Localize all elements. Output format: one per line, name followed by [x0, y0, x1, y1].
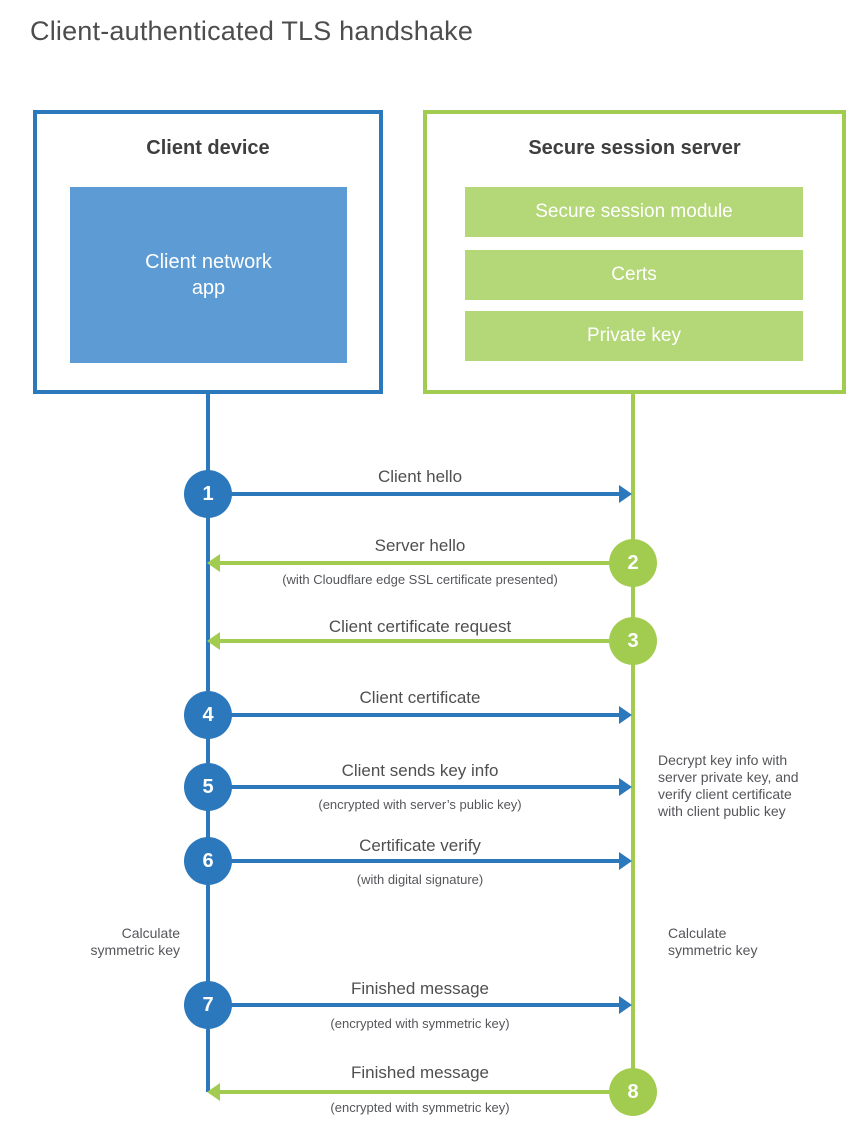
server-module-secure-session: Secure session module	[465, 187, 803, 237]
step-7-arrow	[230, 996, 632, 1014]
step-6-arrow	[230, 852, 632, 870]
step-5-arrow	[230, 778, 632, 796]
calculate-symmetric-key-client: Calculate symmetric key	[60, 925, 180, 959]
step-5-subtext: (encrypted with server’s public key)	[318, 797, 522, 812]
calc-left-line: Calculate	[121, 925, 180, 941]
client-network-app-rect: Client network app	[70, 187, 347, 363]
step-8-badge: 8	[609, 1068, 657, 1116]
decrypt-key-note: Decrypt key info with server private key…	[658, 752, 848, 820]
step-6-subtext: (with digital signature)	[356, 872, 484, 887]
step-7-badge: 7	[184, 981, 232, 1029]
client-device-title: Client device	[146, 137, 270, 159]
step-8-subtext: (encrypted with symmetric key)	[330, 1100, 510, 1115]
step-3-arrow	[207, 632, 609, 650]
step-4-arrow	[230, 706, 632, 724]
calc-right-line: symmetric key	[668, 942, 758, 958]
step-7-label: Finished message	[351, 979, 489, 998]
decrypt-key-note-line: server private key, and	[658, 769, 799, 785]
calc-right-line: Calculate	[668, 925, 727, 941]
step-5-label: Client sends key info	[341, 761, 499, 780]
decrypt-key-note-line: verify client certificate	[658, 786, 792, 802]
step-1-arrow	[230, 485, 632, 503]
step-6-badge: 6	[184, 837, 232, 885]
step-8-arrow	[207, 1083, 609, 1101]
step-2-label: Server hello	[374, 536, 466, 555]
step-1-badge: 1	[184, 470, 232, 518]
step-6-label: Certificate verify	[359, 836, 481, 855]
page-title: Client-authenticated TLS handshake	[30, 16, 474, 46]
step-5-badge: 5	[184, 763, 232, 811]
secure-session-server-title: Secure session server	[528, 137, 741, 159]
server-lifeline	[631, 392, 635, 1092]
step-8-label: Finished message	[351, 1063, 489, 1082]
step-4-label: Client certificate	[359, 688, 481, 707]
client-network-app-label: Client network app	[145, 251, 272, 299]
server-module-private-key: Private key	[465, 311, 803, 361]
calc-left-line: symmetric key	[90, 942, 180, 958]
calculate-symmetric-key-server: Calculate symmetric key	[668, 925, 808, 959]
client-lifeline	[206, 392, 210, 1092]
step-2-subtext: (with Cloudflare edge SSL certificate pr…	[282, 572, 558, 587]
step-2-badge: 2	[609, 539, 657, 587]
decrypt-key-note-line: Decrypt key info with	[658, 752, 788, 768]
step-3-label: Client certificate request	[328, 617, 512, 636]
step-7-subtext: (encrypted with symmetric key)	[330, 1016, 510, 1031]
server-module-certs: Certs	[465, 250, 803, 300]
step-3-badge: 3	[609, 617, 657, 665]
step-2-arrow	[207, 554, 609, 572]
step-4-badge: 4	[184, 691, 232, 739]
decrypt-key-note-line: with client public key	[658, 803, 786, 819]
step-1-label: Client hello	[377, 467, 463, 486]
